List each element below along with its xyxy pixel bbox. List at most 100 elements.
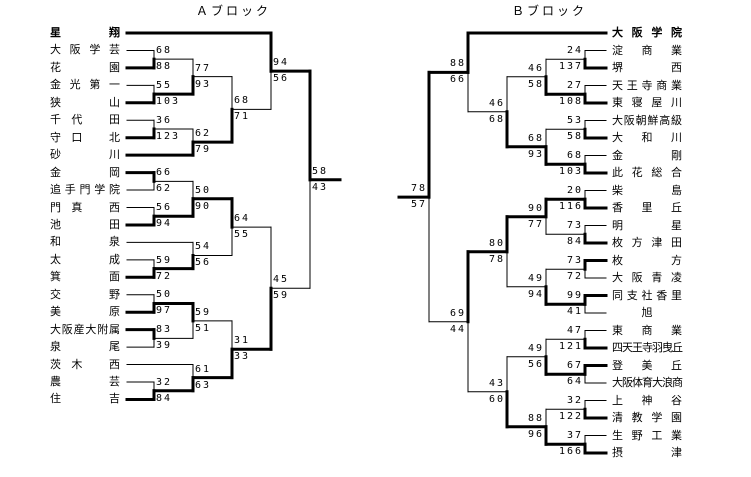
team-name-char [612, 306, 618, 320]
team-row: 美原 [50, 305, 120, 319]
team-row: 上神谷 [612, 394, 682, 408]
team-name-char: 天 [622, 341, 633, 354]
team-name-char: 同 [612, 288, 623, 302]
team-name-char [91, 375, 97, 389]
score-top: 78 [410, 183, 427, 195]
team-name-char [644, 184, 650, 198]
score-top: 36 [156, 114, 173, 126]
score-bottom: 59 [273, 290, 290, 302]
team-name-char: 学 [651, 26, 663, 39]
score-bottom: 121 [558, 341, 583, 353]
team-row: 茨木西 [50, 358, 120, 372]
team-name-char: 大 [612, 271, 623, 284]
team-name-char: 大 [50, 322, 61, 336]
team-name-char [631, 61, 637, 75]
team-name-char: 門 [79, 183, 91, 197]
team-name-char: 院 [670, 26, 682, 39]
team-name-char [676, 306, 682, 320]
score-top: 54 [195, 241, 212, 253]
score-bottom: 88 [156, 61, 173, 73]
team-name-char: 鮮 [647, 113, 659, 127]
team-row: 大阪産大附属 [50, 323, 120, 337]
team-row: 泉尾 [50, 340, 120, 354]
team-row: 明星 [612, 219, 682, 233]
team-name-char: 園 [109, 60, 120, 74]
team-name-char: 丘 [672, 341, 683, 354]
score-top: 68 [234, 95, 251, 107]
team-row: 守口北 [50, 131, 120, 145]
team-name-char [631, 254, 637, 268]
score-bottom: 57 [410, 199, 427, 211]
score-top: 32 [566, 395, 583, 407]
team-name-char: 太 [50, 252, 61, 266]
score-top: 49 [527, 272, 544, 284]
team-name-char: 神 [641, 393, 653, 407]
score-bottom: 63 [195, 379, 212, 391]
team-name-char: 学 [89, 43, 101, 57]
team-name-char [73, 375, 79, 389]
team-name-char: 生 [612, 428, 623, 442]
score-bottom: 56 [195, 257, 212, 269]
team-name-char: 農 [50, 375, 61, 388]
team-name-char [644, 254, 650, 268]
team-name-char: 野 [631, 428, 643, 442]
score-bottom: 51 [195, 322, 212, 334]
team-name-char: 阪 [622, 376, 633, 389]
team-name-char: 園 [670, 411, 682, 424]
score-bottom: 71 [234, 111, 251, 123]
score-top: 50 [195, 184, 212, 196]
team-name-char [91, 235, 97, 249]
team-row: 農芸 [50, 375, 120, 389]
team-row: 砂川 [50, 148, 120, 162]
team-name-char: 大 [85, 322, 97, 336]
team-name-char: 谷 [671, 393, 682, 407]
score-bottom: 68 [488, 113, 505, 125]
team-name-char: 手 [64, 183, 76, 197]
team-row: 千代田 [50, 113, 120, 127]
score-bottom: 94 [156, 218, 173, 230]
score-bottom: 41 [566, 306, 583, 318]
team-row: 清教学園 [612, 411, 682, 425]
score-top: 47 [566, 325, 583, 337]
team-name-char: 大 [612, 376, 623, 389]
team-name-char: 総 [651, 166, 663, 179]
team-row: 香里丘 [612, 201, 682, 215]
team-name-char: 産 [73, 322, 85, 336]
score-bottom: 94 [527, 288, 544, 300]
team-row: 箕面 [50, 270, 120, 284]
team-name-char: 金 [50, 78, 61, 92]
score-bottom: 116 [558, 201, 583, 213]
team-name-char: 教 [631, 411, 643, 424]
score-top: 53 [566, 115, 583, 127]
team-name-char: 和 [50, 235, 61, 249]
score-top: 83 [156, 324, 173, 336]
team-name-char: 登 [612, 358, 623, 372]
team-name-char [644, 446, 650, 460]
score-top: 46 [488, 97, 505, 109]
score-bottom: 122 [558, 411, 583, 423]
team-row: 枚方 [612, 254, 682, 268]
team-name-char: 合 [670, 166, 682, 179]
team-name-char: 柴 [612, 183, 623, 197]
score-bottom: 43 [312, 181, 329, 193]
score-bottom: 123 [156, 130, 181, 142]
score-bottom: 39 [156, 340, 173, 352]
score-top: 73 [566, 255, 583, 267]
team-name-char: 川 [109, 148, 120, 162]
team-name-char [73, 340, 79, 354]
team-name-char: 島 [671, 183, 682, 197]
team-name-char: 学 [94, 183, 106, 197]
team-name-char [73, 26, 79, 40]
score-top: 32 [156, 376, 173, 388]
team-name-char: 第 [89, 78, 101, 92]
team-name-char [73, 218, 79, 232]
score-top: 77 [195, 62, 212, 74]
team-name-char: 東 [612, 323, 623, 337]
team-name-char: 追 [50, 183, 61, 197]
team-name-char [658, 254, 664, 268]
team-name-char [93, 131, 99, 145]
team-name-char: 青 [651, 271, 663, 284]
team-name-char: 泉 [50, 340, 61, 354]
team-row: 金剛 [612, 149, 682, 163]
score-top: 61 [195, 363, 212, 375]
